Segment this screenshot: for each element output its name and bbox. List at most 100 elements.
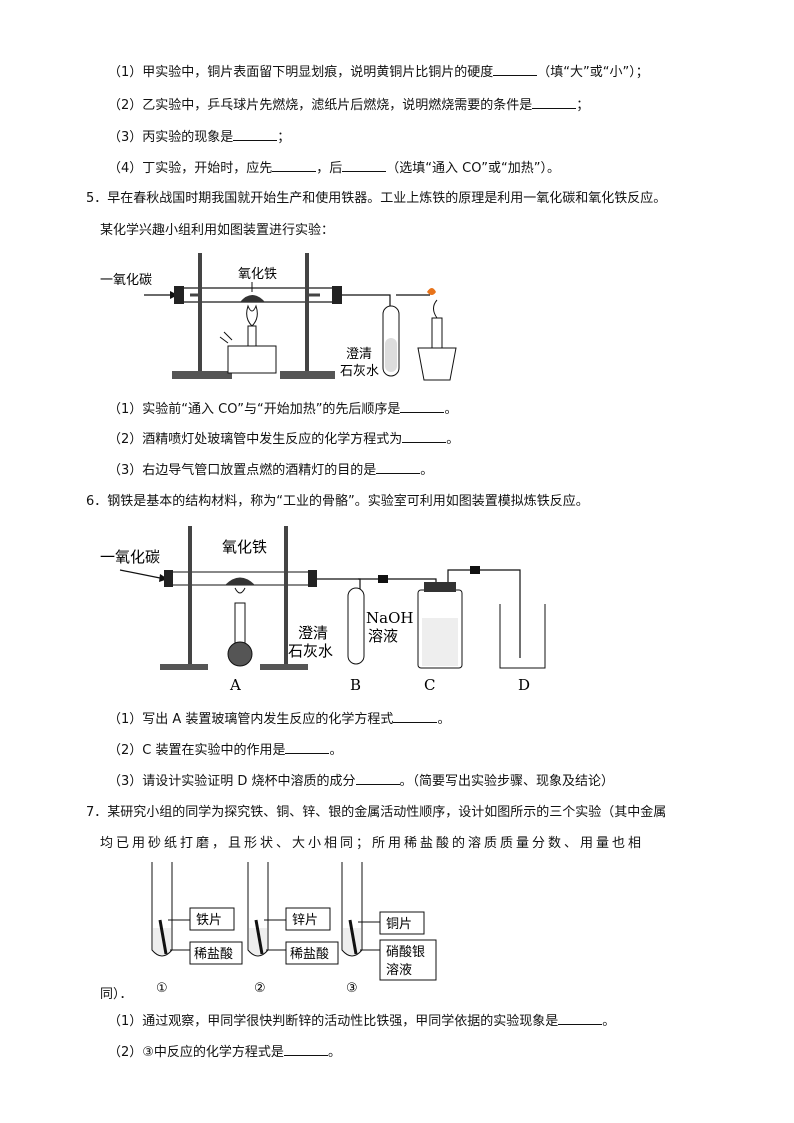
- stand-base-left: [160, 664, 208, 670]
- co-arrow: [119, 569, 161, 579]
- q5-item-2-text: （2）酒精喷灯处玻璃管中发生反应的化学方程式为: [108, 432, 403, 447]
- q5-stem-1: 5．早在春秋战国时期我国就开始生产和使用铁器。工业上炼铁的原理是利用一氧化碳和氧…: [86, 191, 667, 206]
- q4-item-1-tail: （填“大”或“小”）；: [537, 65, 649, 80]
- q5-item-2-tail: 。: [446, 432, 460, 447]
- q4-item-2: （2）乙实验中，乒乓球片先燃烧，滤纸片后燃烧，说明燃烧需要的条件是 ；: [108, 96, 589, 115]
- outlet-tube: [342, 294, 391, 308]
- t2-acid-label: 稀盐酸: [290, 947, 329, 962]
- q6-item-2-tail: 。: [329, 743, 343, 758]
- iron-stand-left: [188, 526, 192, 666]
- q7-stem-1: 7．某研究小组的同学为探究铁、铜、锌、银的金属活动性顺序，设计如图所示的三个实验…: [86, 805, 667, 820]
- t1-acid-box: [189, 941, 243, 965]
- q6-apparatus-figure: 一氧化碳 氧化铁 澄清 石灰水 NaOH 溶液 A B C D: [100, 526, 546, 694]
- q4-item-3-tail: ；: [277, 130, 291, 145]
- answer-blank[interactable]: [285, 741, 330, 754]
- iron-strip: [158, 919, 168, 955]
- alcohol-lamp: [417, 347, 457, 381]
- q6-item-1-text: （1）写出 A 装置玻璃管内发生反应的化学方程式: [108, 712, 394, 727]
- stand-base-left: [172, 371, 232, 379]
- zinc-strip: [254, 919, 264, 955]
- stand-base-right: [280, 371, 335, 379]
- iron-stand-right: [284, 526, 288, 666]
- naoh-solution: [422, 618, 458, 666]
- connector-4: [480, 569, 521, 658]
- iron-oxide-sample: [225, 577, 255, 585]
- q6-item-3-text: （3）请设计实验证明 D 烧杯中溶质的成分: [108, 774, 356, 789]
- q4-item-4-text: （4）丁实验，开始时，应先: [108, 161, 273, 176]
- answer-blank[interactable]: [283, 1043, 328, 1056]
- q6-item-3: （3）请设计实验证明 D 烧杯中溶质的成分 。（简要写出实验步骤、现象及结论）: [108, 772, 614, 791]
- q4-item-2-text: （2）乙实验中，乒乓球片先燃烧，滤纸片后燃烧，说明燃烧需要的条件是: [108, 98, 533, 113]
- q6-lime-label-1: 澄清: [298, 624, 328, 642]
- t1-acid-label: 稀盐酸: [194, 947, 233, 962]
- burner-tube: [234, 602, 246, 644]
- q6-item-3-tail: 。（简要写出实验步骤、现象及结论）: [399, 774, 615, 789]
- q4-item-1-text: （1）甲实验中，铜片表面留下明显划痕，说明黄铜片比铜片的硬度: [108, 65, 494, 80]
- t2-number: ②: [254, 981, 266, 996]
- q7-item-2-tail: 。: [327, 1045, 341, 1060]
- answer-blank[interactable]: [493, 63, 538, 76]
- answer-blank[interactable]: [233, 128, 278, 141]
- q4-item-1: （1）甲实验中，铜片表面留下明显划痕，说明黄铜片比铜片的硬度 （填“大”或“小”）…: [108, 63, 649, 82]
- q5-item-2: （2）酒精喷灯处玻璃管中发生反应的化学方程式为 。: [108, 430, 459, 449]
- answer-blank[interactable]: [558, 1012, 603, 1025]
- q6-naoh-label-1: NaOH: [366, 609, 413, 627]
- q4-item-4-tail: （选填“通入 CO”或“加热”）。: [386, 161, 560, 176]
- t3-metal-box: [379, 911, 425, 935]
- answer-blank[interactable]: [402, 430, 447, 443]
- q6-co-label: 一氧化碳: [100, 548, 160, 566]
- q5-fe2o3-label: 氧化铁: [238, 267, 277, 282]
- q5-apparatus-figure: 一氧化碳 氧化铁 澄清 石灰水: [100, 253, 457, 381]
- q4-item-4-mid: ，后: [316, 161, 343, 176]
- answer-blank[interactable]: [532, 96, 577, 109]
- answer-blank[interactable]: [393, 710, 438, 723]
- lamp-neck: [431, 317, 443, 349]
- rubber-joint-2: [470, 566, 480, 574]
- q6-stem: 6．钢铁是基本的结构材料，称为“工业的骨骼”。实验室可利用如图装置模拟炼铁反应。: [86, 494, 589, 509]
- q6-item-1-tail: 。: [437, 712, 451, 727]
- answer-blank[interactable]: [400, 400, 445, 413]
- label-a: A: [229, 676, 241, 694]
- q4-item-2-tail: ；: [576, 98, 590, 113]
- q4-item-3-text: （3）丙实验的现象是: [108, 130, 234, 145]
- flame-icon: [234, 587, 246, 594]
- t1-metal-box: [189, 907, 235, 931]
- iron-oxide-sample: [240, 295, 265, 302]
- t3-solution-box: [379, 939, 437, 981]
- q7-test-tubes-figure: 铁片 稀盐酸 ① 锌片 稀盐酸 ② 铜片 硝酸银 溶液 ③: [151, 862, 437, 996]
- q7-stem-3: 同）．: [100, 987, 133, 1002]
- q5-stem-2: 某化学兴趣小组利用如图装置进行实验：: [100, 223, 335, 238]
- t3-number: ③: [346, 981, 358, 996]
- q4-item-4: （4）丁实验，开始时，应先 ，后 （选填“通入 CO”或“加热”）。: [108, 159, 560, 178]
- t1-number: ①: [156, 981, 168, 996]
- answer-blank[interactable]: [355, 772, 400, 785]
- stopper-left: [174, 286, 184, 304]
- q5-co-label: 一氧化碳: [100, 273, 152, 288]
- iron-stand-left: [198, 253, 202, 373]
- answer-blank[interactable]: [342, 159, 387, 172]
- burner-valve: [219, 331, 233, 344]
- alcohol-blast-burner: [227, 345, 277, 374]
- label-b: B: [350, 676, 361, 694]
- q5-lime-label-1: 澄清: [346, 347, 372, 362]
- burner-neck: [247, 325, 257, 347]
- q5-item-1-text: （1）实验前“通入 CO”与“开始加热”的先后顺序是: [108, 402, 401, 417]
- answer-blank[interactable]: [272, 159, 317, 172]
- q6-item-2-text: （2）C 装置在实验中的作用是: [108, 743, 286, 758]
- t3-solution-label-2: 溶液: [386, 963, 412, 978]
- arrow-head-icon: [159, 574, 168, 582]
- q4-item-3: （3）丙实验的现象是 ；: [108, 128, 290, 147]
- q6-fe2o3-label: 氧化铁: [222, 538, 267, 556]
- q7-item-1-text: （1）通过观察，甲同学很快判断锌的活动性比铁强，甲同学依据的实验现象是: [108, 1014, 559, 1029]
- stopper-left: [164, 570, 173, 587]
- label-c: C: [424, 676, 435, 694]
- lamp-wick: [433, 299, 438, 319]
- q7-item-2-text: （2）③中反应的化学方程式是: [108, 1045, 284, 1060]
- t2-acid-box: [285, 941, 339, 965]
- q5-item-1: （1）实验前“通入 CO”与“开始加热”的先后顺序是。: [108, 400, 457, 419]
- answer-blank[interactable]: [376, 461, 421, 474]
- q7-item-1-tail: 。: [602, 1014, 616, 1029]
- q6-lime-label-2: 石灰水: [288, 642, 333, 660]
- q5-lime-label-2: 石灰水: [340, 364, 379, 379]
- q5-item-3: （3）右边导气管口放置点燃的酒精灯的目的是。: [108, 461, 433, 480]
